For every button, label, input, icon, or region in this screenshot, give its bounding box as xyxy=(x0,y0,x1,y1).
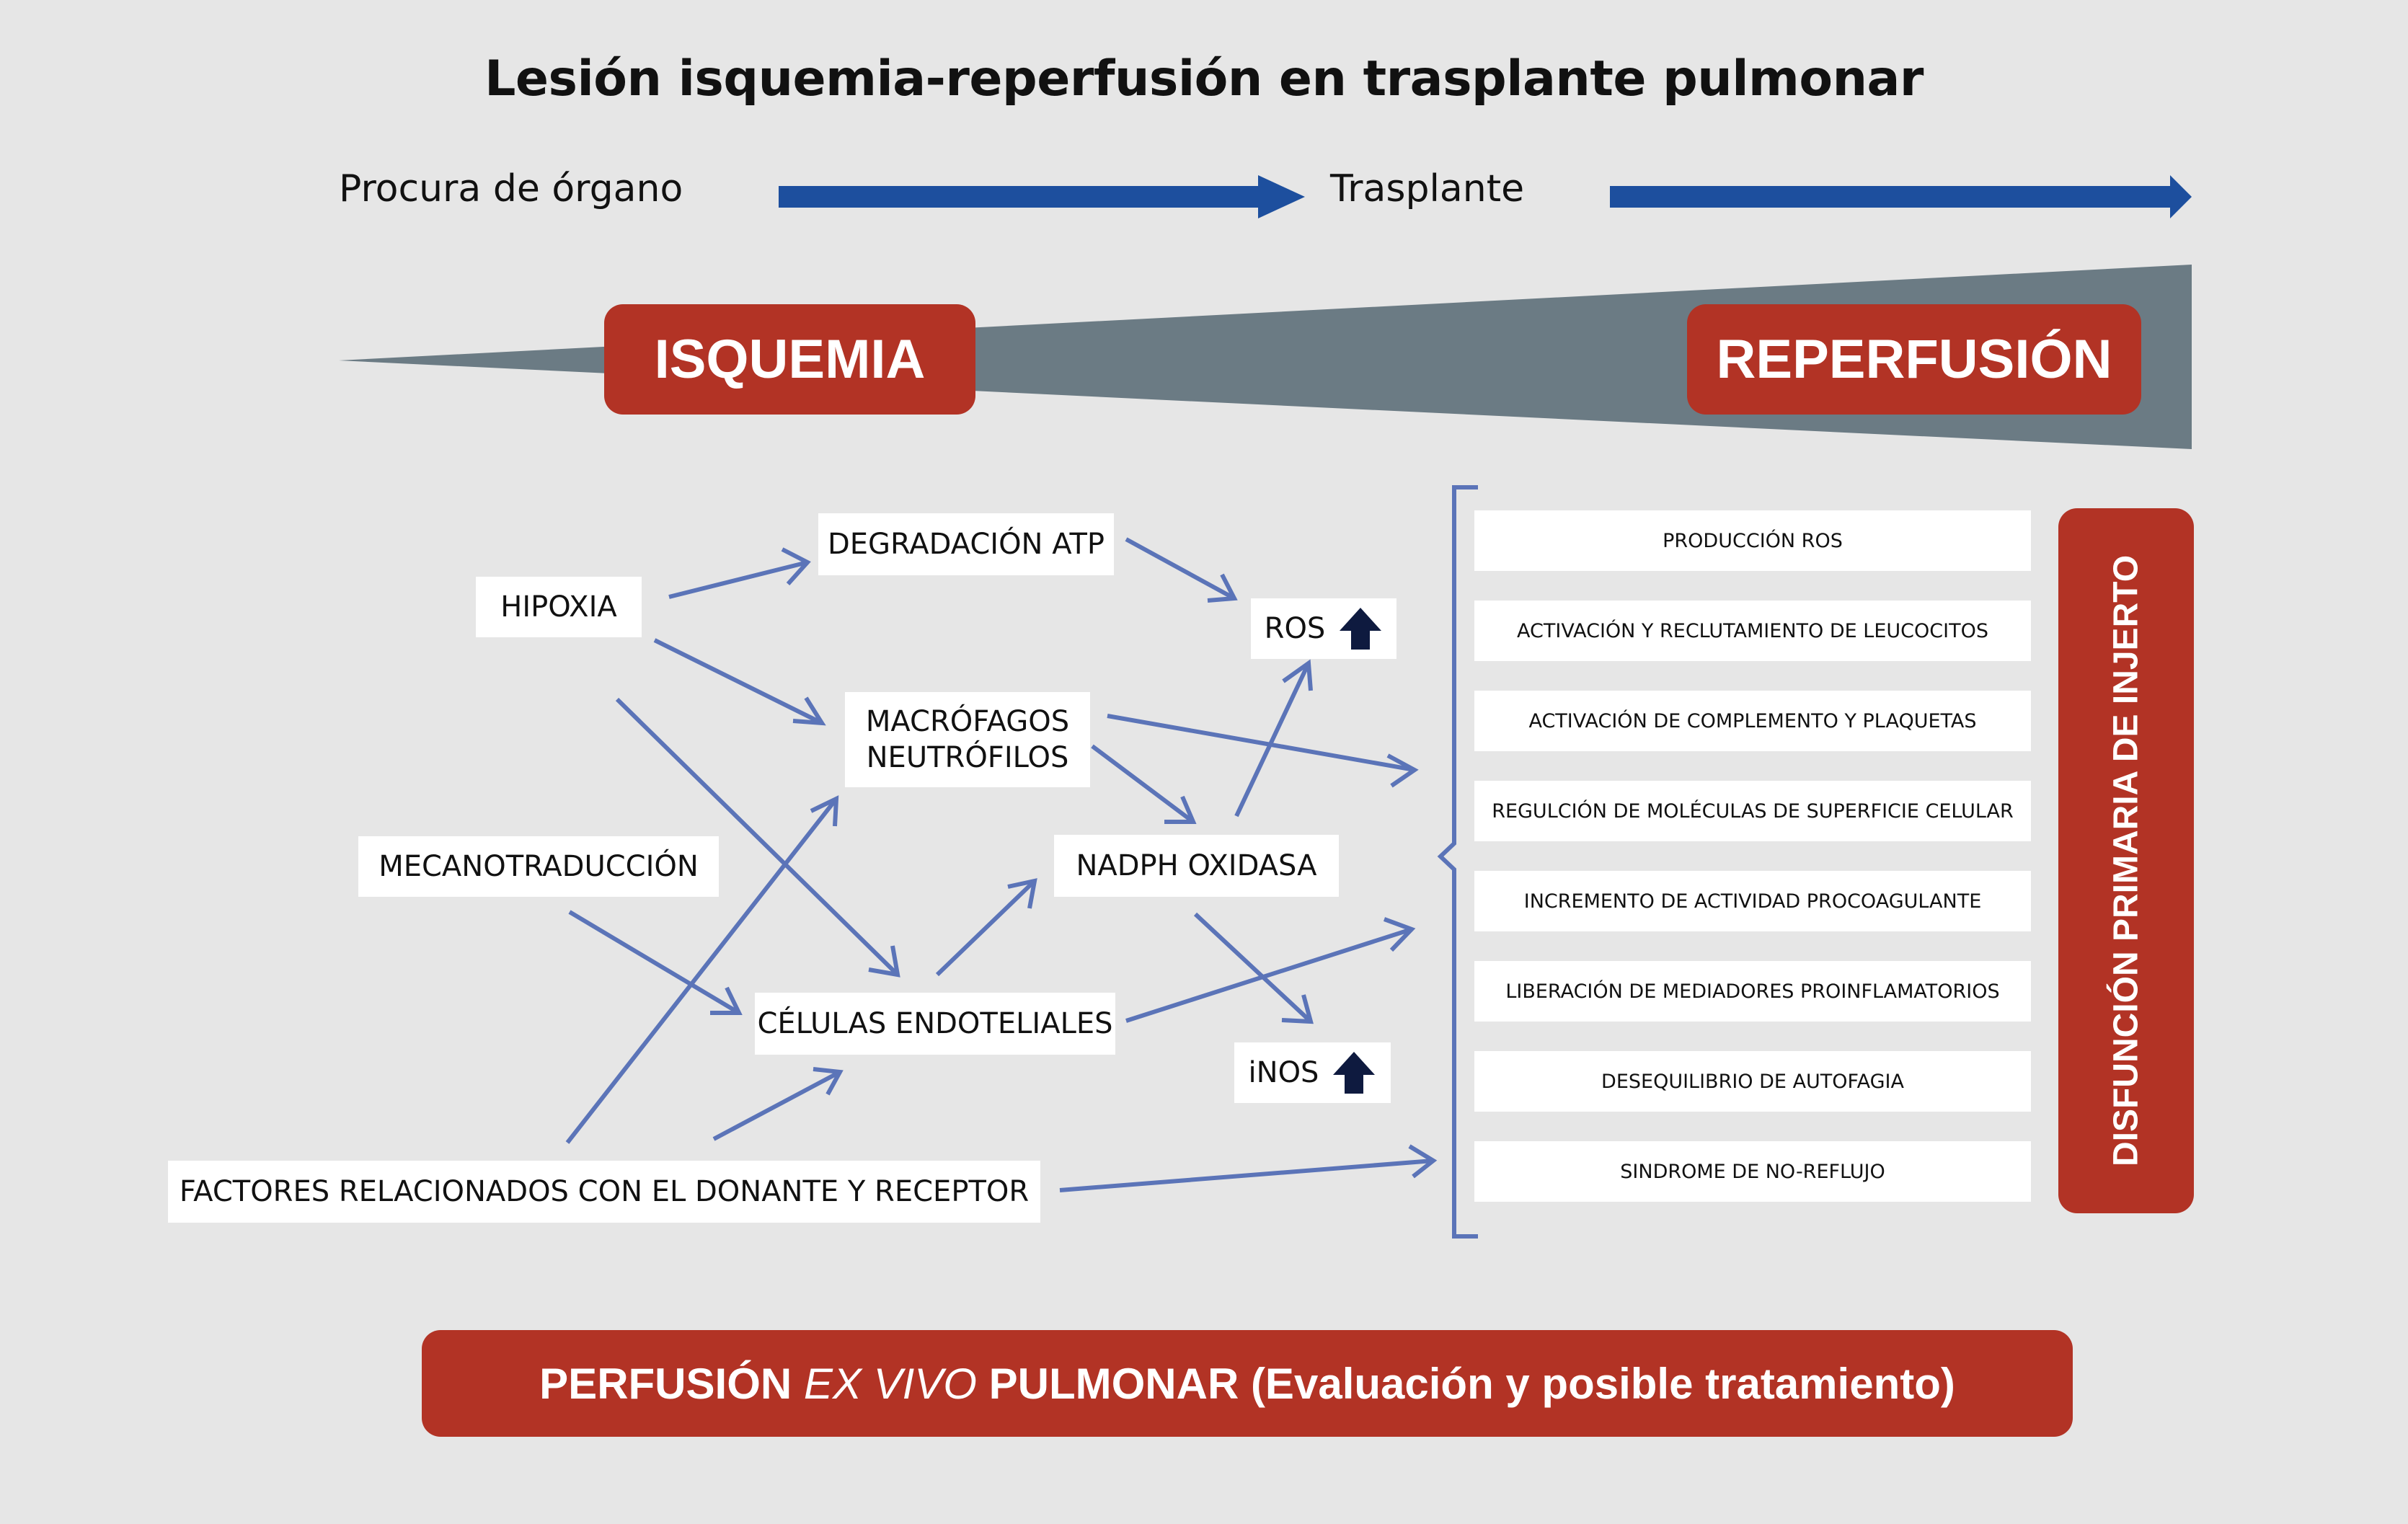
arrow-hipoxia-degradacion xyxy=(668,547,811,599)
node-factores-donante-receptor: FACTORES RELACIONADOS CON EL DONANTE Y R… xyxy=(168,1161,1040,1223)
arrow-nadph-inos xyxy=(1193,912,1314,1024)
arrow-macrofagos-nadph xyxy=(1091,744,1197,824)
banner-part-2: EX VIVO xyxy=(803,1359,977,1408)
node-celulas-endoteliales: CÉLULAS ENDOTELIALES xyxy=(755,993,1115,1055)
effect-item: ACTIVACIÓN Y RECLUTAMIENTO DE LEUCOCITOS xyxy=(1474,601,2031,661)
inos-label: iNOS xyxy=(1248,1056,1319,1089)
up-arrow-icon xyxy=(1333,1052,1376,1094)
node-ros: ROS xyxy=(1251,598,1396,659)
arrow-factores-endoteliales xyxy=(712,1067,844,1141)
node-macrofagos-neutrofilos: MACRÓFAGOS NEUTRÓFILOS xyxy=(845,692,1090,787)
node-mecanotraduccion: MECANOTRADUCCIÓN xyxy=(358,836,719,897)
effects-bracket xyxy=(1437,485,1478,1239)
ros-label: ROS xyxy=(1264,612,1326,645)
node-inos: iNOS xyxy=(1234,1042,1391,1103)
effect-item: DESEQUILIBRIO DE AUTOFAGIA xyxy=(1474,1051,2031,1112)
outcome-panel: DISFUNCIÓN PRIMARIA DE INJERTO xyxy=(2058,508,2194,1213)
arrow-factores-bracket xyxy=(1059,1144,1438,1192)
banner-part-3: PULMONAR (Evaluación y posible tratamien… xyxy=(976,1359,1955,1408)
up-arrow-icon xyxy=(1340,608,1382,650)
arrow-degradacion-ros xyxy=(1125,537,1238,603)
diagram-title: Lesión isquemia-reperfusión en trasplant… xyxy=(484,50,1924,107)
ex-vivo-perfusion-banner: PERFUSIÓN EX VIVO PULMONAR (Evaluación y… xyxy=(422,1330,2073,1437)
arrow-mecanotraduccion-endoteliales xyxy=(568,910,743,1015)
effect-item: INCREMENTO DE ACTIVIDAD PROCOAGULANTE xyxy=(1474,871,2031,931)
effect-item: LIBERACIÓN DE MEDIADORES PROINFLAMATORIO… xyxy=(1474,961,2031,1022)
arrow-hipoxia-endoteliales xyxy=(615,697,900,978)
effect-item: SINDROME DE NO-REFLUJO xyxy=(1474,1141,2031,1202)
arrow-hipoxia-macrofagos xyxy=(653,638,826,726)
arrow-endoteliales-bracket xyxy=(1125,917,1416,1023)
arrow-endoteliales-nadph xyxy=(935,878,1037,977)
node-degradacion-atp: DEGRADACIÓN ATP xyxy=(818,513,1114,575)
macrofagos-label: MACRÓFAGOS xyxy=(865,705,1070,738)
ischemia-label: ISQUEMIA xyxy=(604,304,975,415)
timeline-middle-label: Trasplante xyxy=(1330,167,1525,211)
timeline-start-label: Procura de órgano xyxy=(339,167,683,211)
timeline-arrow-2 xyxy=(1610,175,2192,218)
node-hipoxia: HIPOXIA xyxy=(476,577,642,637)
banner-part-1: PERFUSIÓN xyxy=(539,1359,804,1408)
effect-item: REGULCIÓN DE MOLÉCULAS DE SUPERFICIE CEL… xyxy=(1474,781,2031,841)
arrow-factores-macrofagos xyxy=(565,795,839,1144)
neutrofilos-label: NEUTRÓFILOS xyxy=(866,741,1069,774)
effect-item: ACTIVACIÓN DE COMPLEMENTO Y PLAQUETAS xyxy=(1474,691,2031,751)
outcome-label: DISFUNCIÓN PRIMARIA DE INJERTO xyxy=(2107,554,2146,1167)
effect-item: PRODUCCIÓN ROS xyxy=(1474,510,2031,571)
node-nadph-oxidasa: NADPH OXIDASA xyxy=(1054,835,1339,897)
reperfusion-label: REPERFUSIÓN xyxy=(1687,304,2141,415)
timeline-arrow-1 xyxy=(779,175,1305,218)
arrow-macrofagos-bracket xyxy=(1107,714,1419,788)
arrow-nadph-ros xyxy=(1234,659,1313,818)
